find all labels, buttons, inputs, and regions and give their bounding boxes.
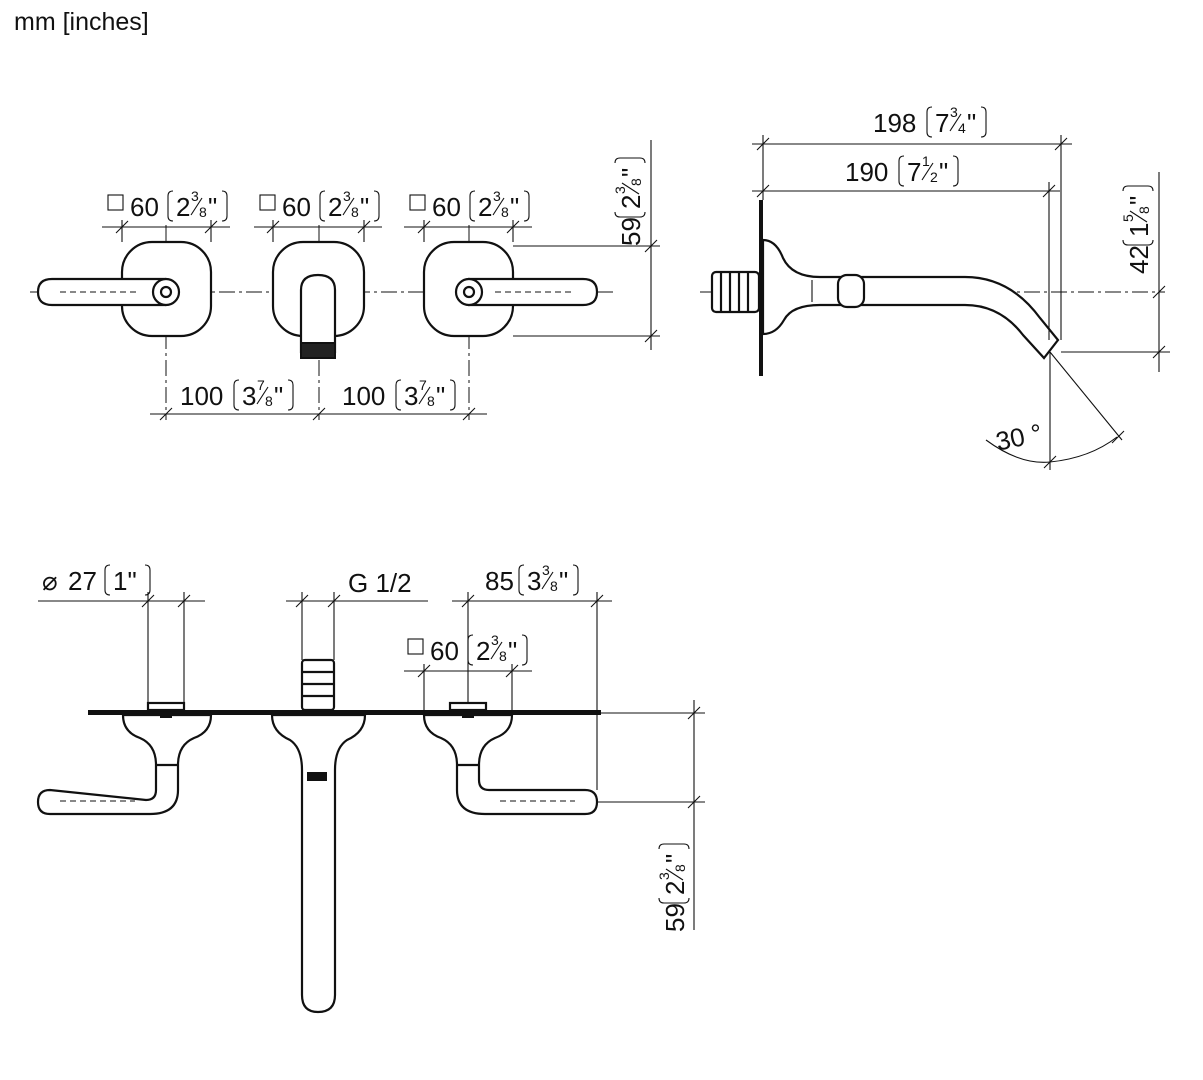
dim-square-3: 60 2 3 8 " (409, 188, 530, 222)
svg-text:⌀: ⌀ (42, 566, 58, 596)
svg-text:2: 2 (478, 192, 492, 222)
dim-spacing-right: 100 3 7 8 " (342, 377, 456, 411)
svg-text:": " (274, 381, 283, 411)
dim-square-1: 60 2 3 8 " (107, 188, 228, 222)
svg-text:3: 3 (191, 188, 199, 204)
svg-text:8: 8 (550, 578, 558, 594)
svg-text:3: 3 (527, 566, 541, 596)
svg-text:": " (508, 636, 517, 666)
dim-spout-length: 190 7 1 2 " (845, 153, 959, 187)
svg-text:60: 60 (432, 192, 461, 222)
dim-thread: G 1/2 (348, 568, 412, 598)
svg-text:7: 7 (907, 157, 921, 187)
svg-text:": " (360, 192, 369, 222)
svg-text:2: 2 (616, 195, 646, 209)
svg-text:59: 59 (616, 217, 646, 246)
dim-diameter: ⌀ 27 1" (42, 564, 151, 596)
svg-text:": " (510, 192, 519, 222)
svg-text:8: 8 (499, 648, 507, 664)
svg-text:3: 3 (950, 104, 958, 120)
left-valve-body (36, 713, 213, 816)
front-view (30, 140, 660, 421)
svg-text:198: 198 (873, 108, 916, 138)
svg-text:2: 2 (660, 881, 690, 895)
svg-text:": " (208, 192, 217, 222)
svg-text:8: 8 (501, 204, 509, 220)
svg-text:2: 2 (176, 192, 190, 222)
dim-lever-length: 85 3 3 8 " (485, 562, 579, 596)
svg-text:2: 2 (930, 169, 938, 185)
svg-text:1: 1 (1124, 223, 1154, 237)
svg-text:": " (939, 157, 948, 187)
svg-text:3: 3 (542, 562, 550, 578)
side-view (700, 135, 1170, 470)
svg-text:7: 7 (257, 377, 265, 393)
spout-knob (836, 273, 866, 309)
svg-text:": " (559, 566, 568, 596)
svg-text:7: 7 (419, 377, 427, 393)
svg-text:": " (436, 381, 445, 411)
svg-text:8: 8 (199, 204, 207, 220)
top-view (36, 592, 705, 1014)
dim-spacing-left: 100 3 7 8 " (180, 377, 294, 411)
right-valve-body (422, 713, 599, 816)
svg-text:4: 4 (958, 120, 966, 136)
svg-text:8: 8 (351, 204, 359, 220)
threaded-connector (710, 270, 761, 314)
svg-text:2: 2 (328, 192, 342, 222)
svg-text:85: 85 (485, 566, 514, 596)
svg-text:2: 2 (476, 636, 490, 666)
svg-text:3: 3 (491, 632, 499, 648)
svg-text:8: 8 (1136, 206, 1152, 214)
svg-text:190: 190 (845, 157, 888, 187)
dim-total-length: 198 7 3 4 " (873, 104, 987, 138)
dim-depth: 59 2 3 8 " (656, 843, 690, 932)
units-label: mm [inches] (14, 8, 149, 36)
svg-text:": " (616, 168, 646, 177)
svg-text:1": 1" (113, 566, 137, 596)
svg-text:": " (660, 854, 690, 863)
svg-text:3: 3 (612, 186, 628, 194)
dim-square-top: 60 2 3 8 " (407, 632, 528, 666)
dim-height-front: 59 2 3 8 " (612, 157, 646, 246)
svg-text:100: 100 (342, 381, 385, 411)
dim-drop: 42 1 5 8 " (1120, 185, 1154, 274)
svg-text:3: 3 (656, 872, 672, 880)
svg-text:3: 3 (242, 381, 256, 411)
svg-text:100: 100 (180, 381, 223, 411)
angle-label: 30 ° (993, 418, 1045, 457)
svg-text:8: 8 (628, 178, 644, 186)
svg-text:1: 1 (922, 153, 930, 169)
svg-text:": " (1124, 196, 1154, 205)
svg-text:42: 42 (1124, 245, 1154, 274)
svg-text:8: 8 (265, 393, 273, 409)
svg-text:27: 27 (68, 566, 97, 596)
wall-line (88, 710, 601, 715)
svg-text:8: 8 (427, 393, 435, 409)
spout-body (761, 238, 1060, 360)
svg-text:59: 59 (660, 903, 690, 932)
center-spout-body (270, 713, 367, 1014)
svg-text:3: 3 (493, 188, 501, 204)
svg-text:3: 3 (343, 188, 351, 204)
right-lever (467, 277, 599, 307)
center-spout (299, 273, 337, 354)
svg-text:8: 8 (672, 864, 688, 872)
dim-square-2: 60 2 3 8 " (259, 188, 380, 222)
svg-text:7: 7 (935, 108, 949, 138)
svg-text:3: 3 (404, 381, 418, 411)
svg-text:60: 60 (130, 192, 159, 222)
spout-aerator (300, 342, 336, 359)
wall-plate (759, 200, 763, 376)
svg-text:5: 5 (1120, 214, 1136, 222)
svg-text:": " (967, 108, 976, 138)
svg-text:60: 60 (282, 192, 311, 222)
svg-text:60: 60 (430, 636, 459, 666)
